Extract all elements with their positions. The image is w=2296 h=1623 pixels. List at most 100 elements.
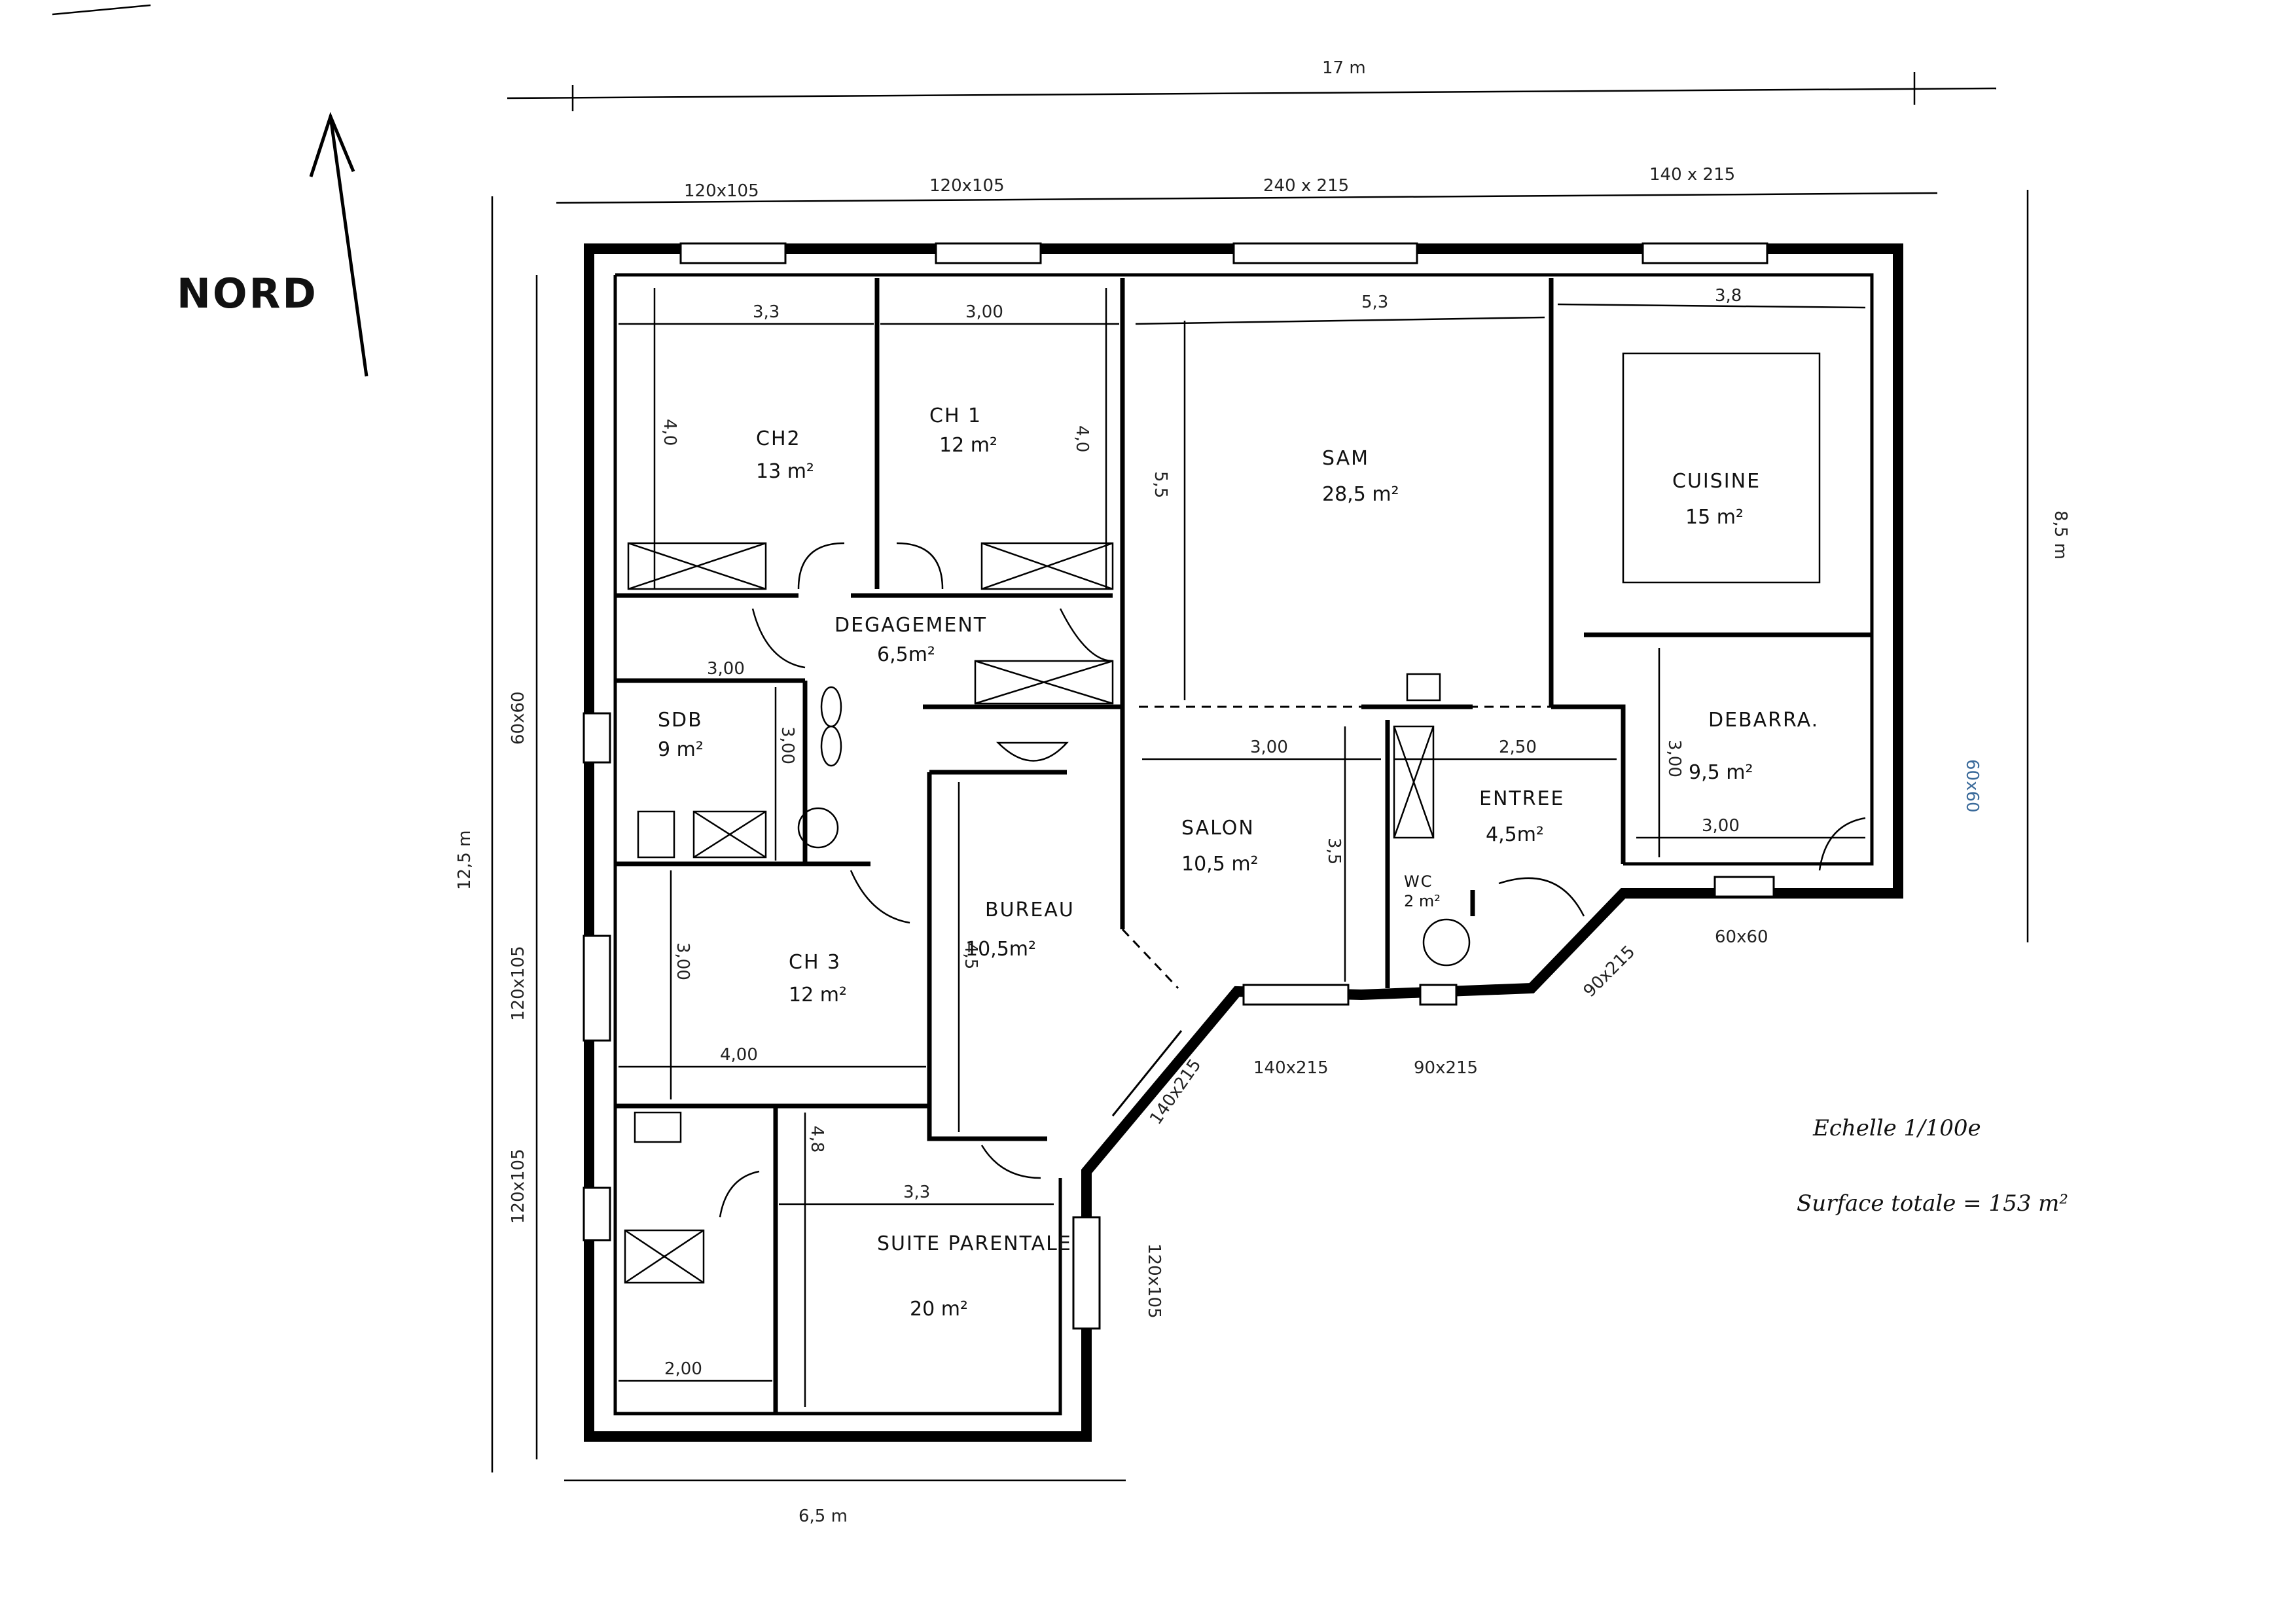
- window-ch1: [935, 242, 1042, 264]
- window-labels: 120x105 120x105 240 x 215 140 x 215 60x6…: [509, 165, 1982, 1319]
- dim-sam-w: 5,3: [1361, 293, 1388, 312]
- dim-debarras-d: 3,00: [1664, 740, 1684, 777]
- label-win-debarras-e: 60x60: [1962, 759, 1982, 813]
- room-sam-name: SAM: [1322, 447, 1369, 470]
- interior-dimensions: 3,3 3,00 5,3 3,8 4,0 4,0 5,5 3,00 3,00 3…: [619, 286, 1866, 1407]
- label-win-entree-e: 90x215: [1580, 942, 1640, 1001]
- label-win-ch2: 120x105: [684, 181, 759, 201]
- sink-icon-2: [820, 725, 842, 767]
- dim-salon-w: 3,00: [1250, 738, 1288, 757]
- door-sdb: [751, 608, 806, 669]
- fixtures: [634, 673, 1471, 1143]
- dim-suite-d: 4,8: [807, 1126, 827, 1152]
- room-wc-area: 2 m²: [1404, 892, 1441, 910]
- dim-ch3-w: 4,00: [720, 1045, 758, 1065]
- dim-sam-d: 5,5: [1151, 471, 1170, 498]
- window-cuisine: [1641, 242, 1768, 264]
- fireplace-icon: [1406, 673, 1441, 702]
- window-suite-e: [1072, 1216, 1101, 1330]
- door-bureau: [980, 1145, 1041, 1179]
- label-win-ch3: 120x105: [509, 946, 528, 1021]
- sink-icon: [820, 686, 842, 728]
- dim-sdb-w: 3,00: [707, 659, 745, 679]
- room-degagement-name: DEGAGEMENT: [834, 614, 987, 637]
- window-entree: [1419, 984, 1458, 1006]
- dim-ch2-w: 3,3: [753, 302, 780, 322]
- dim-cuisine-w: 3,8: [1715, 286, 1742, 306]
- window-suite-w: [583, 1186, 611, 1241]
- label-win-suite-w: 120x105: [509, 1149, 528, 1224]
- dim-ch3-d: 3,00: [673, 942, 692, 980]
- room-ch2-name: CH2: [756, 427, 801, 450]
- dim-bottom-width: 6,5 m: [798, 1507, 848, 1526]
- room-salon-name: SALON: [1181, 817, 1255, 840]
- room-ch1-name: CH 1: [929, 404, 982, 427]
- north-compass: NORD: [177, 111, 368, 377]
- exterior-walls: [583, 242, 1903, 1442]
- label-win-suite-e: 120x105: [1144, 1243, 1164, 1319]
- wc-toilet-icon: [1422, 918, 1471, 967]
- label-win-debarras-s: 60x60: [1715, 927, 1768, 947]
- room-suite-area: 20 m²: [910, 1298, 968, 1321]
- dim-entree-w: 2,50: [1499, 738, 1537, 757]
- label-win-entree-w: 90x215: [1414, 1058, 1478, 1078]
- dim-debarras-w: 3,00: [1702, 816, 1740, 836]
- dim-depth-right: 8,5 m: [2051, 510, 2070, 560]
- dim-sdb-d: 3,00: [778, 726, 797, 764]
- label-win-ch1: 120x105: [929, 176, 1005, 196]
- doors: [719, 542, 1866, 1218]
- room-sam-area: 28,5 m²: [1322, 483, 1399, 506]
- north-label: NORD: [177, 270, 318, 317]
- room-cuisine-name: CUISINE: [1672, 470, 1761, 493]
- door-degagement: [1059, 608, 1113, 662]
- dim-ch1-w: 3,00: [965, 302, 1003, 322]
- toilet-icon: [996, 741, 1069, 762]
- room-suite-name: SUITE PARENTALE: [877, 1232, 1072, 1255]
- room-sdb-name: SDB: [658, 709, 703, 732]
- room-ch3-name: CH 3: [789, 951, 841, 974]
- scale-note: Echelle 1/100e: [1812, 1115, 1981, 1141]
- room-degagement-area: 6,5m²: [877, 643, 935, 666]
- door-ch1: [896, 542, 944, 590]
- window-bureau: [1111, 1030, 1183, 1116]
- room-salon-area: 10,5 m²: [1181, 853, 1259, 876]
- room-ch2-area: 13 m²: [756, 460, 814, 483]
- bathtub-icon: [634, 1111, 682, 1143]
- label-win-sam: 240 x 215: [1263, 176, 1349, 196]
- window-sdb: [583, 712, 611, 764]
- window-ch3: [583, 935, 611, 1042]
- room-bureau-name: BUREAU: [985, 899, 1075, 921]
- closets: [624, 352, 1821, 1284]
- washer-icon: [637, 810, 675, 859]
- door-ch2: [797, 542, 845, 590]
- overall-dimensions: 17 m 12,5 m 8,5 m 6,5 m: [455, 58, 2070, 1526]
- kitchen-counter: [1622, 352, 1821, 584]
- total-area-note: Surface totale = 153 m²: [1797, 1190, 2068, 1217]
- window-debarras: [1713, 876, 1775, 898]
- door-debarras: [1818, 817, 1866, 871]
- dim-depth-left: 12,5 m: [455, 830, 475, 890]
- shower-icon: [797, 807, 839, 849]
- label-win-sdb: 60x60: [509, 691, 528, 745]
- room-entree-area: 4,5m²: [1486, 823, 1544, 846]
- room-debarras-name: DEBARRA.: [1708, 709, 1819, 732]
- room-sdb-area: 9 m²: [658, 738, 704, 761]
- stray-mark: [52, 4, 151, 16]
- room-debarras-area: 9,5 m²: [1689, 761, 1753, 784]
- window-salon: [1242, 984, 1350, 1006]
- window-ch2: [679, 242, 787, 264]
- dim-suite-w: 3,3: [903, 1183, 930, 1202]
- dim-dressing-w: 2,00: [664, 1359, 702, 1379]
- label-win-salon: 140x215: [1253, 1058, 1329, 1078]
- door-entree: [1498, 877, 1585, 917]
- dim-ch2-d: 4,0: [660, 419, 679, 446]
- interior-partitions: [615, 278, 1872, 1414]
- room-bureau-area: 10,5m²: [965, 938, 1036, 961]
- dim-ch1-d: 4,0: [1072, 425, 1092, 452]
- dim-overall-width: 17 m: [1322, 58, 1366, 78]
- room-entree-name: ENTREE: [1479, 787, 1564, 810]
- label-win-cuisine: 140 x 215: [1649, 165, 1735, 185]
- room-ch3-area: 12 m²: [789, 984, 847, 1007]
- room-labels: CH2 13 m² CH 1 12 m² SAM 28,5 m² CUISINE…: [658, 404, 1819, 1321]
